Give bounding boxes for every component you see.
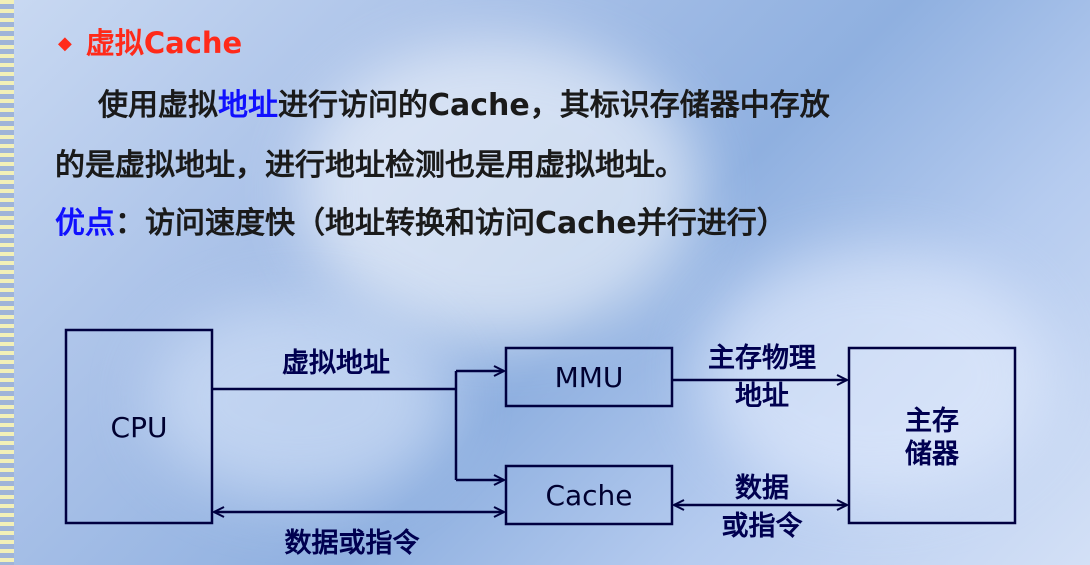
memory-box	[847, 346, 1017, 525]
cache-label: Cache	[545, 479, 632, 512]
advantage-text: ：访问速度快（地址转换和访问Cache并行进行）	[115, 206, 787, 241]
memory-label-1: 主存	[905, 406, 959, 437]
virtual-address-label: 虚拟地址	[282, 348, 390, 379]
mmu-box	[504, 346, 674, 408]
advantage-label: 优点	[55, 206, 115, 241]
physical-address-label-2: 地址	[735, 381, 789, 412]
data-label-1: 数据	[735, 473, 789, 504]
line1-highlight: 地址	[218, 88, 278, 123]
advantage-line: 优点：访问速度快（地址转换和访问Cache并行进行）	[55, 198, 787, 242]
cpu-label: CPU	[111, 411, 168, 444]
heading-text: 虚拟Cache	[85, 26, 243, 60]
line1-text-b: 进行访问的Cache，其标识存储器中存放	[278, 88, 830, 123]
paragraph-line-1: 使用虚拟地址进行访问的Cache，其标识存储器中存放	[98, 80, 830, 124]
memory-label-2: 储器	[905, 439, 960, 470]
cache-box	[504, 464, 674, 526]
heading: ◆ 虚拟Cache	[58, 20, 242, 62]
bullet-icon: ◆	[58, 33, 72, 54]
data-or-instruction-label: 数据或指令	[285, 527, 421, 559]
physical-address-label-1: 主存物理	[708, 343, 816, 374]
line1-text-a: 使用虚拟	[98, 88, 218, 123]
data-label-2: 或指令	[722, 510, 804, 542]
mmu-label: MMU	[555, 361, 624, 394]
decorative-stripe	[0, 0, 14, 565]
paragraph-line-2: 的是虚拟地址，进行地址检测也是用虚拟地址。	[55, 148, 685, 183]
cpu-box	[64, 328, 214, 525]
